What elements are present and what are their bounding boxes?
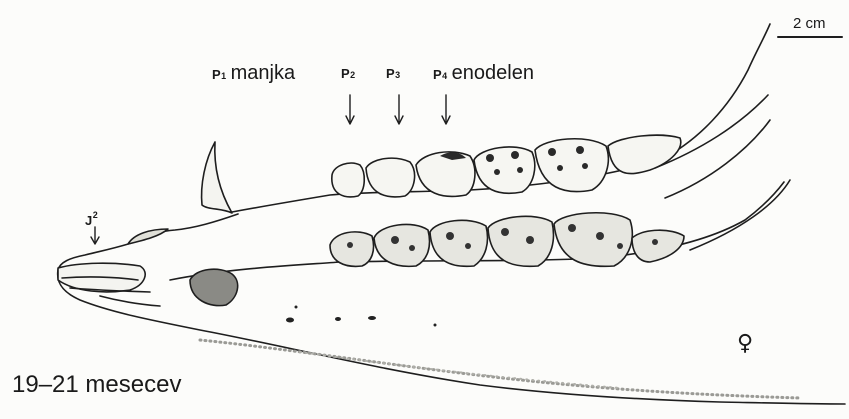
upper-tooth-m3 xyxy=(608,135,681,173)
upper-incisor-j2 xyxy=(128,229,168,244)
label-p4: P4 enodelen xyxy=(433,63,534,83)
label-p1-word: manjka xyxy=(231,62,295,84)
lower-incisor-tip xyxy=(100,296,160,306)
age-caption: 19–21 mesecev xyxy=(12,373,181,397)
foramina xyxy=(286,306,437,327)
skull-rear-line xyxy=(665,120,770,198)
label-p2: P2 xyxy=(341,66,355,82)
label-p3: P3 xyxy=(386,66,400,82)
label-p4-word: enodelen xyxy=(452,62,534,84)
lower-tooth-row xyxy=(330,213,684,267)
label-p1: P1 manjka xyxy=(212,63,295,83)
upper-tooth-p3 xyxy=(366,158,415,197)
upper-tooth-p4 xyxy=(416,152,475,197)
lower-canine xyxy=(190,269,238,305)
upper-tooth-p2 xyxy=(332,163,364,197)
scale-label: 2 cm xyxy=(793,16,826,31)
upper-canine xyxy=(202,142,232,213)
female-symbol: ♀ xyxy=(737,333,753,355)
upper-tooth-m1 xyxy=(474,147,535,193)
mandible-ramus xyxy=(690,180,790,250)
label-j2: J2 xyxy=(85,213,98,229)
